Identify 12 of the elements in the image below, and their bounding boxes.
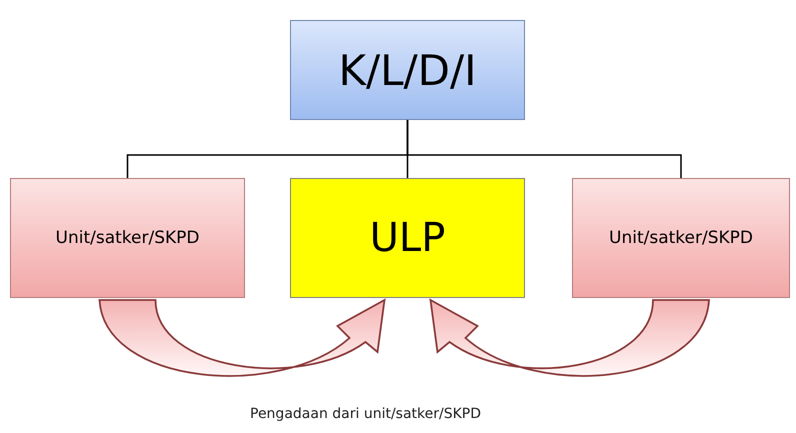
caption-text: Pengadaan dari unit/satker/SKPD: [250, 406, 482, 422]
unit-box: [10, 178, 245, 298]
curved-block-arrow: [430, 299, 710, 377]
ulp-box: [290, 178, 525, 298]
node-label: Unit/satker/SKPD: [56, 228, 200, 248]
curved-block-arrow: [98, 299, 386, 377]
node-label: ULP: [370, 215, 446, 261]
org-box: [290, 20, 525, 120]
node-label: Unit/satker/SKPD: [609, 228, 753, 248]
connector-line: [406, 120, 682, 178]
unit-box: [572, 178, 790, 298]
node-label: K/L/D/I: [338, 46, 477, 94]
